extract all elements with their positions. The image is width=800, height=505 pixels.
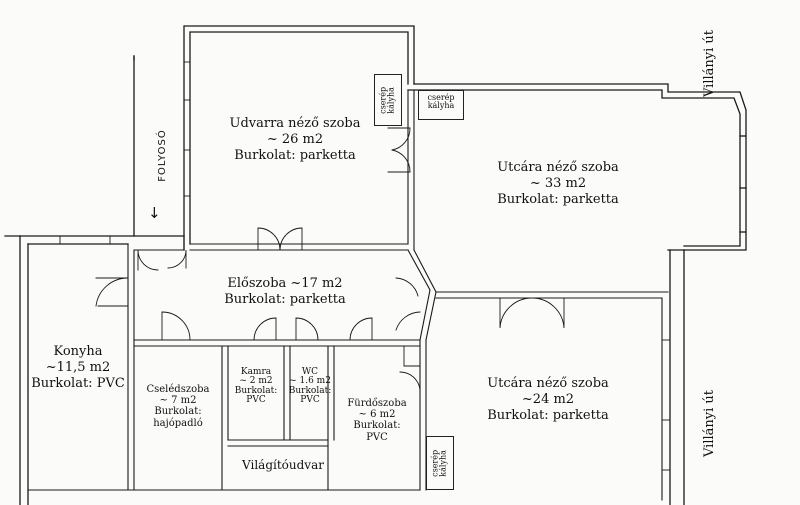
- room-eloszoba-name: Előszoba ~17 m2: [227, 276, 343, 291]
- room-cseled-area: ~ 7 m2: [159, 395, 197, 407]
- room-cseled-floor1: Burkolat:: [154, 406, 202, 418]
- room-kamra: Kamra ~ 2 m2 Burkolat: PVC: [228, 367, 284, 406]
- stove-1-line2: kályha: [387, 87, 396, 114]
- room-kamra-floor2: PVC: [246, 395, 266, 406]
- room-konyha-name: Konyha: [53, 344, 103, 359]
- room-kamra-area: ~ 2 m2: [239, 376, 273, 387]
- room-konyha: Konyha ~11,5 m2 Burkolat: PVC: [28, 344, 128, 392]
- room-vilagito: Világítóudvar: [228, 458, 338, 473]
- room-furdo: Fürdőszoba ~ 6 m2 Burkolat: PVC: [336, 398, 418, 443]
- room-furdo-area: ~ 6 m2: [358, 409, 396, 421]
- room-udvar: Udvarra néző szoba ~ 26 m2 Burkolat: par…: [220, 116, 370, 164]
- room-konyha-area: ~11,5 m2: [45, 359, 111, 375]
- room-wc: WC ~ 1.6 m2 Burkolat: PVC: [288, 367, 332, 406]
- room-utca2-area: ~24 m2: [521, 391, 575, 407]
- room-konyha-floor: Burkolat: PVC: [31, 375, 125, 391]
- room-utca1-area: ~ 33 m2: [529, 175, 587, 191]
- room-utca2-name: Utcára néző szoba: [487, 376, 609, 391]
- room-eloszoba-floor: Burkolat: parketta: [224, 291, 346, 307]
- room-utca1: Utcára néző szoba ~ 33 m2 Burkolat: park…: [478, 160, 638, 208]
- room-utca1-floor: Burkolat: parketta: [497, 191, 619, 207]
- room-wc-name: WC: [301, 367, 319, 377]
- corridor-label: FOLYOSÓ: [156, 129, 168, 182]
- stove-3-line2: kályha: [439, 450, 448, 477]
- street-label-top: Villányi út: [702, 30, 717, 97]
- stove-3: cserép kályha: [426, 436, 454, 490]
- outer-walls: [4, 25, 747, 505]
- room-cseled: Cselédszoba ~ 7 m2 Burkolat: hajópadló: [136, 384, 220, 429]
- stove-2-line2: kályha: [427, 101, 455, 111]
- room-vilagito-name: Világítóudvar: [242, 458, 324, 472]
- room-furdo-floor1: Burkolat:: [353, 420, 401, 432]
- room-utca2: Utcára néző szoba ~24 m2 Burkolat: parke…: [468, 376, 628, 424]
- windows: [183, 61, 671, 471]
- room-eloszoba: Előszoba ~17 m2 Burkolat: parketta: [210, 276, 360, 308]
- room-udvar-name: Udvarra néző szoba: [229, 116, 361, 131]
- stove-1: cserép kályha: [374, 74, 402, 126]
- room-wc-floor1: Burkolat:: [288, 385, 332, 396]
- room-kamra-floor1: Burkolat:: [234, 385, 278, 396]
- room-kamra-name: Kamra: [240, 367, 272, 377]
- doors: [59, 127, 565, 391]
- room-cseled-floor2: hajópadló: [153, 417, 203, 429]
- room-furdo-floor2: PVC: [366, 431, 388, 443]
- room-utca1-name: Utcára néző szoba: [497, 160, 619, 175]
- room-udvar-area: ~ 26 m2: [266, 131, 324, 147]
- room-cseled-name: Cselédszoba: [146, 384, 210, 395]
- room-wc-area: ~ 1.6 m2: [289, 376, 331, 387]
- corridor-arrow-icon: ↓: [148, 204, 161, 222]
- room-udvar-floor: Burkolat: parketta: [234, 147, 356, 163]
- room-furdo-name: Fürdőszoba: [347, 398, 407, 409]
- room-utca2-floor: Burkolat: parketta: [487, 407, 609, 423]
- street-label-bottom: Villányi út: [702, 390, 717, 457]
- room-wc-floor2: PVC: [300, 395, 320, 406]
- stove-2: cserép kályha: [418, 90, 464, 120]
- stove-2-line1: cserép: [427, 93, 455, 102]
